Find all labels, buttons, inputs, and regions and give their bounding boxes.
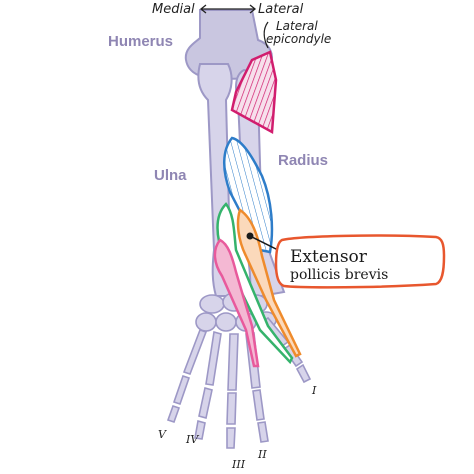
pink-muscle bbox=[213, 238, 260, 368]
finger-label-iii: III bbox=[231, 458, 246, 471]
callout-box bbox=[274, 234, 446, 289]
lateral-label: Lateral bbox=[258, 2, 304, 17]
extensor-pollicis-brevis-muscle bbox=[236, 208, 302, 358]
orientation-arrow-left-head bbox=[199, 4, 207, 14]
radius-label: Radius bbox=[278, 152, 328, 169]
callout-line1: Extensor bbox=[290, 247, 368, 267]
ulna-label: Ulna bbox=[154, 167, 187, 184]
epicondyle-pointer bbox=[263, 21, 269, 49]
callout-line2: pollicis brevis bbox=[290, 267, 388, 283]
lateral-epicondyle-muscle bbox=[230, 50, 278, 135]
orientation-arrow-right-head bbox=[249, 4, 257, 14]
finger-label-iv: IV bbox=[185, 433, 199, 446]
blue-extensor-muscle bbox=[223, 136, 274, 254]
finger-label-i: I bbox=[311, 384, 317, 397]
finger-label-ii: II bbox=[257, 448, 267, 461]
finger-label-v: V bbox=[158, 428, 167, 441]
finger-bones bbox=[166, 316, 312, 449]
green-muscle bbox=[216, 202, 294, 365]
epicondyle-label-line1: Lateral bbox=[276, 19, 318, 33]
medial-label: Medial bbox=[152, 2, 195, 17]
humerus-label: Humerus bbox=[108, 33, 173, 50]
epicondyle-label-line2: epicondyle bbox=[266, 32, 331, 46]
